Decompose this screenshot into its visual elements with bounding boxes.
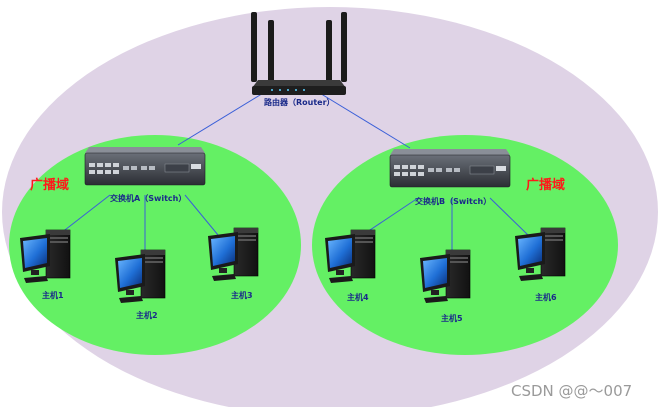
switch-a-label: 交换机A（Switch） (110, 194, 187, 203)
host4-label: 主机4 (347, 293, 369, 302)
link-router-switch-a (177, 91, 266, 146)
switch-a-icon (84, 146, 206, 186)
broadcast-domain-left-label: 广播域 (30, 178, 70, 193)
router-label: 路由器（Router） (264, 98, 335, 107)
host3-label: 主机3 (231, 291, 253, 300)
host2-label: 主机2 (136, 311, 158, 320)
switch-b-icon (389, 148, 511, 188)
link-switch-a-host3 (184, 194, 219, 236)
router-icon (251, 12, 347, 95)
link-router-switch-b (317, 91, 411, 149)
link-switch-b-host6 (489, 197, 529, 236)
host5-label: 主机5 (441, 314, 463, 323)
host6-label: 主机6 (535, 293, 557, 302)
host1-label: 主机1 (42, 291, 64, 300)
broadcast-domain-left (9, 135, 301, 355)
broadcast-domain-right-label: 广播域 (526, 178, 566, 193)
switch-b-label: 交换机B（Switch） (415, 197, 492, 206)
watermark: CSDN @@～007 (511, 382, 633, 400)
broadcast-domain-right (312, 135, 618, 355)
